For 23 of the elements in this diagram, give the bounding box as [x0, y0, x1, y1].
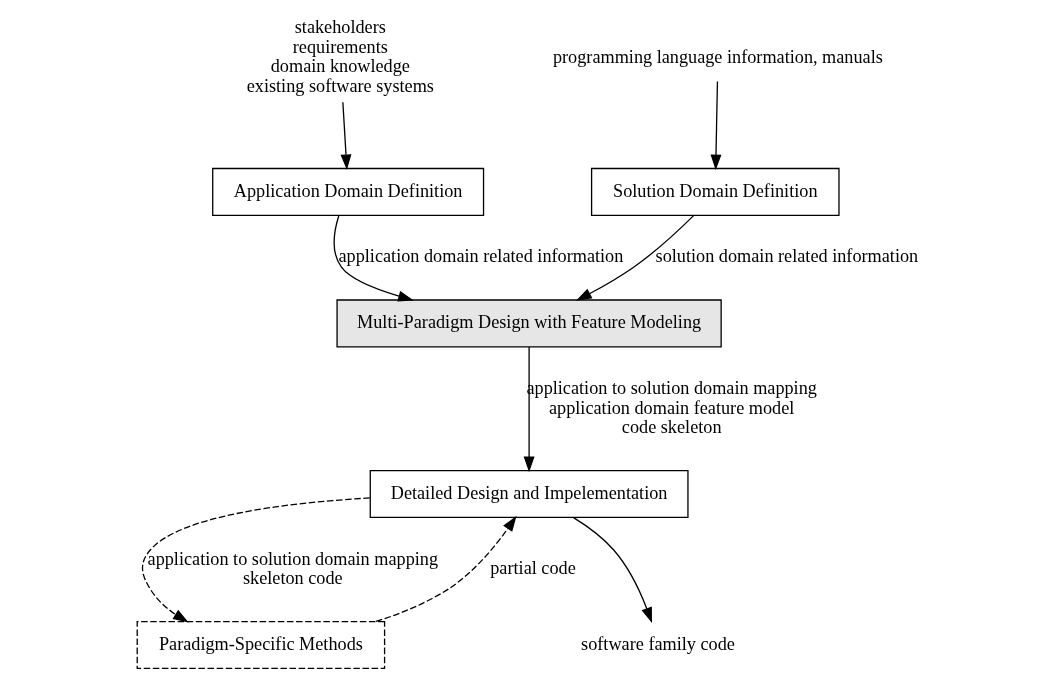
arrow [572, 516, 652, 624]
arrow [141, 497, 371, 623]
edge-label: application to solution domain mapping [147, 548, 439, 569]
node-box: Solution Domain Definition [590, 167, 840, 216]
node-box: Detailed Design and Impelementation [369, 469, 689, 519]
edge-label: partial code [490, 558, 576, 579]
arrow [333, 214, 414, 302]
edge-label: skeleton code [242, 568, 343, 589]
edge-label: application domain related information [338, 246, 624, 267]
arrow [340, 101, 352, 171]
arrow [710, 80, 722, 171]
node-box: Paradigm-Specific Methods [136, 620, 386, 670]
edge-label: solution domain related information [655, 246, 919, 267]
arrow [375, 515, 517, 623]
arrow [576, 215, 695, 301]
node-box: Application Domain Definition [212, 167, 485, 216]
edge-label: code skeleton [621, 417, 722, 438]
node-text: software family code [581, 633, 735, 654]
node-box: Multi-Paradigm Design with Feature Modeling [336, 299, 722, 348]
edge-label: application domain feature model [548, 397, 795, 418]
node-text: programming language information, manuals [552, 46, 883, 67]
node-text: stakeholders requirements domain knowledge existing software systems [246, 17, 434, 96]
arrow [523, 346, 535, 473]
